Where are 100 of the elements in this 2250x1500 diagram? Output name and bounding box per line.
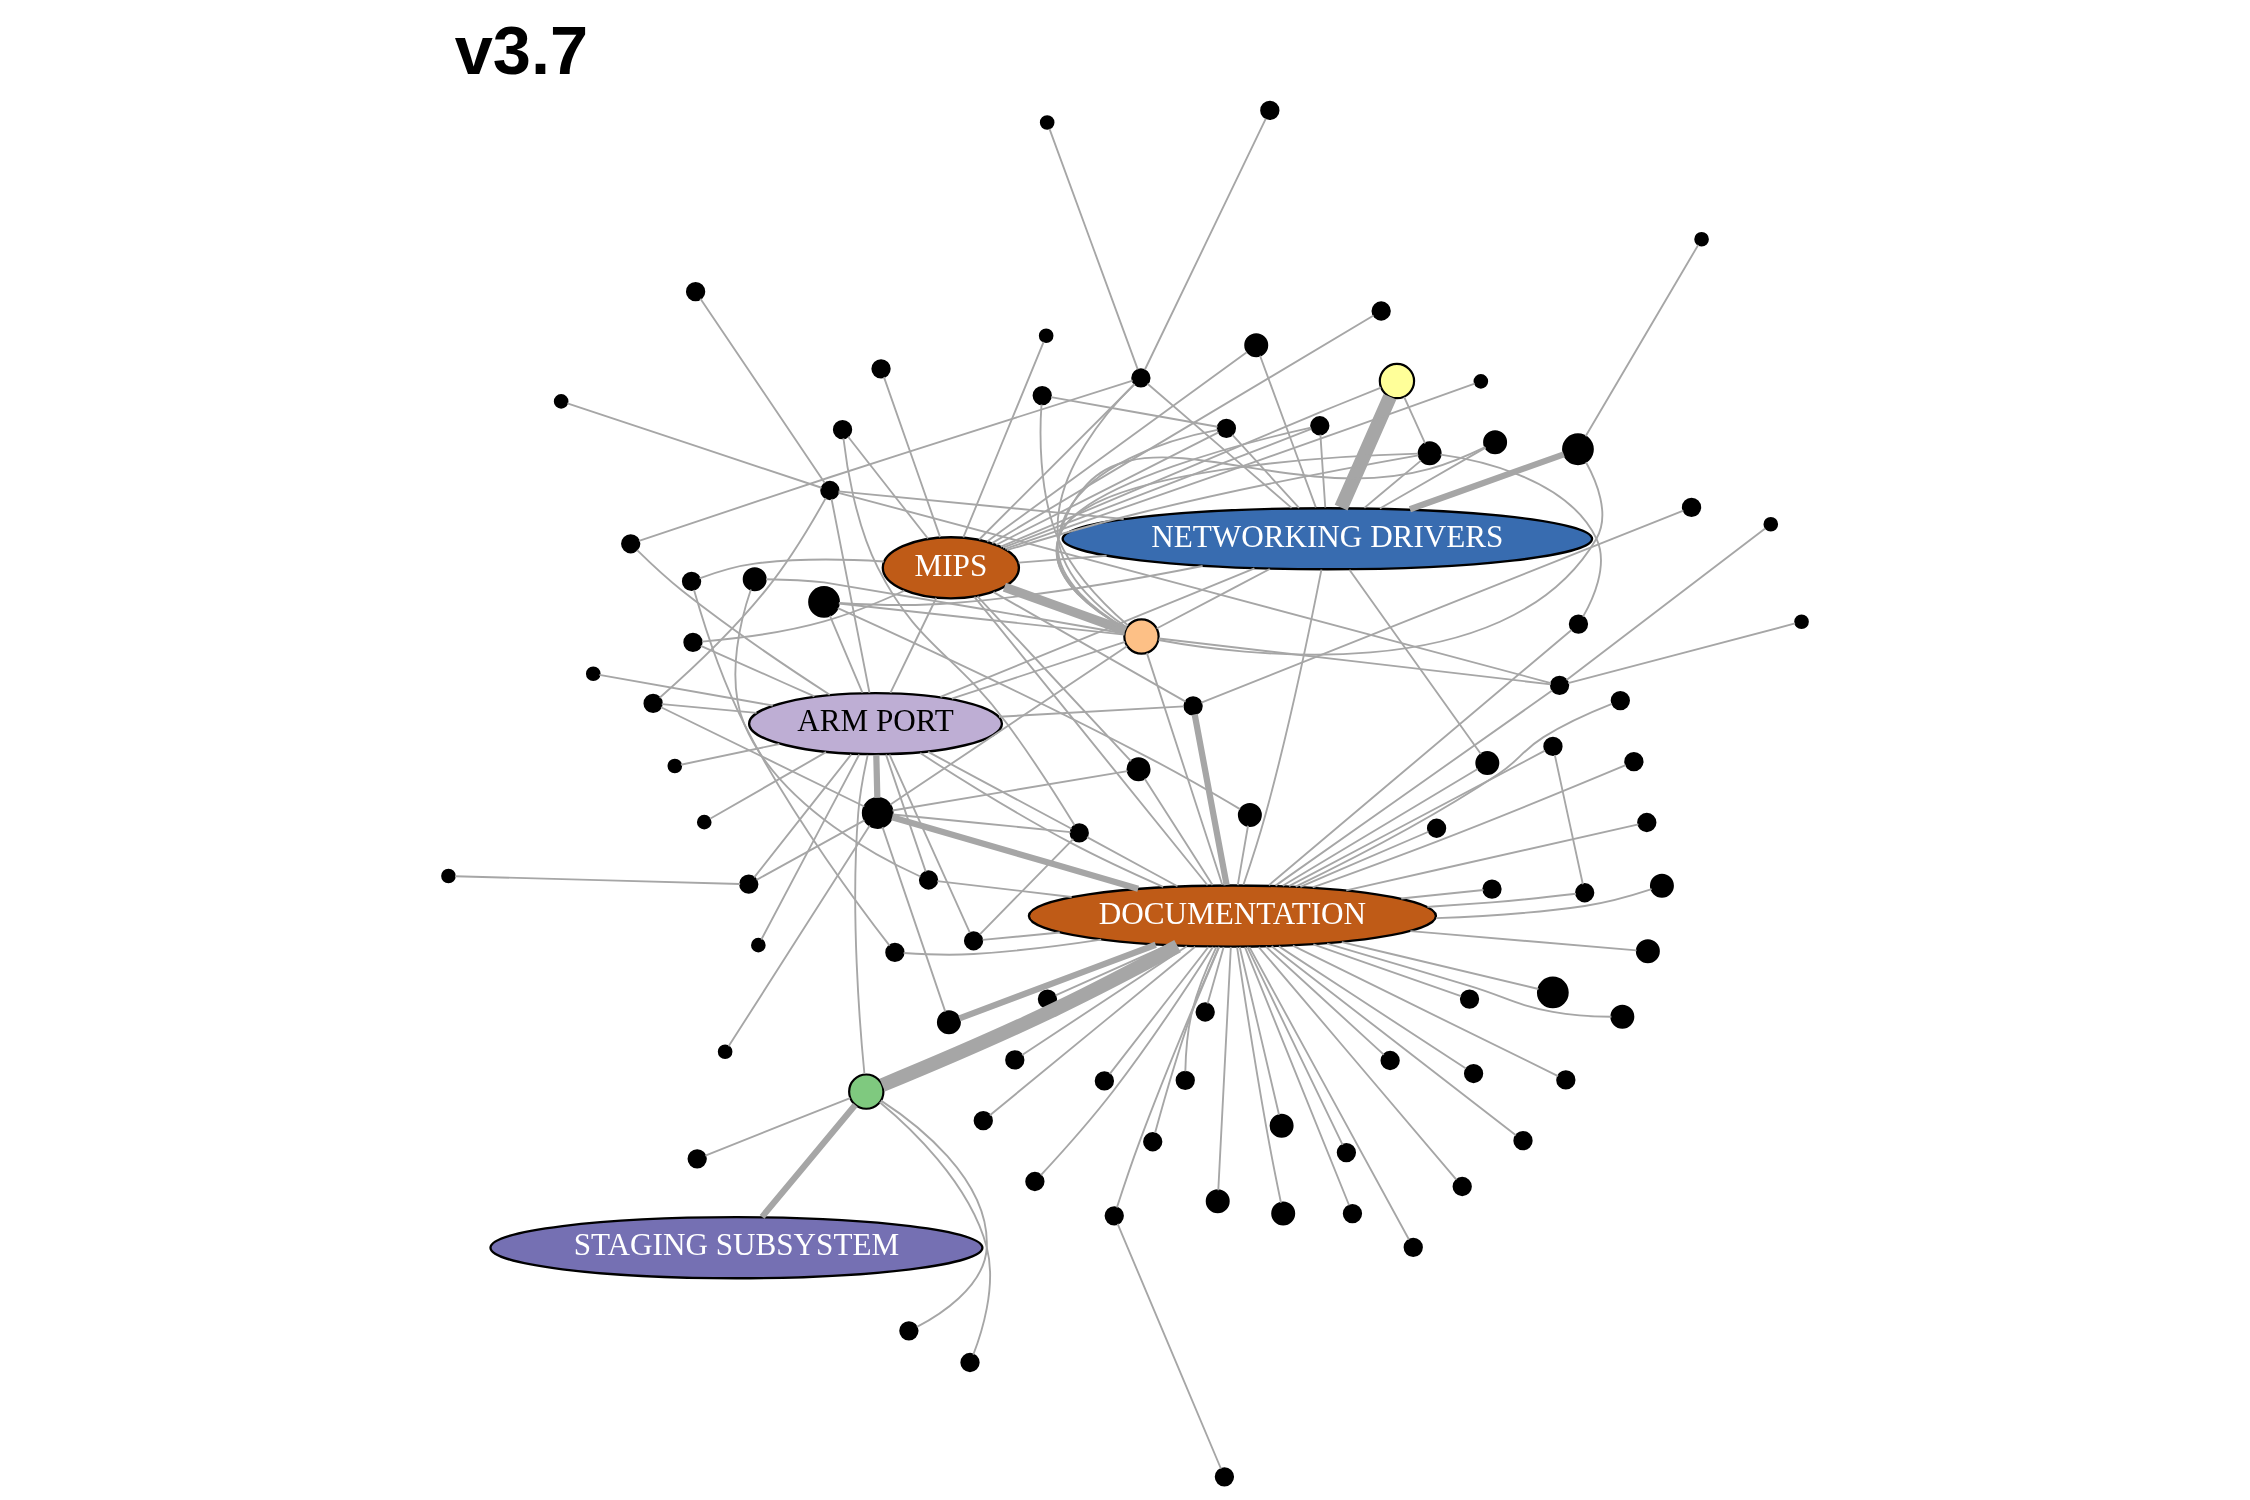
- connector: [1050, 396, 1219, 428]
- connector: [755, 819, 866, 881]
- node-circle: [687, 1149, 707, 1169]
- connector: [1326, 942, 1613, 1018]
- connector: [891, 770, 1129, 812]
- node-circle: [1371, 301, 1391, 321]
- node-ellipse: DOCUMENTATION: [1027, 884, 1438, 948]
- connector: [1191, 713, 1230, 886]
- connector: [978, 383, 1136, 541]
- connector: [973, 595, 1209, 887]
- node-circle: [739, 874, 759, 894]
- node-circle: [832, 420, 853, 440]
- node-circle: [1271, 1201, 1296, 1226]
- node-circle: [1475, 751, 1500, 776]
- connector: [636, 549, 831, 696]
- node-circle: [1183, 696, 1203, 716]
- node-circle: [1483, 430, 1508, 455]
- connector: [1363, 459, 1422, 509]
- node-circle: [1426, 818, 1447, 838]
- connector: [699, 297, 826, 484]
- connector: [936, 880, 1073, 898]
- node-circle: [1417, 441, 1442, 466]
- node-circle: [1763, 516, 1779, 532]
- node-circle: [1094, 1071, 1114, 1091]
- connector: [759, 1102, 858, 1219]
- node-circle: [848, 1073, 885, 1110]
- node-circle: [1069, 823, 1089, 843]
- connector: [889, 645, 1128, 806]
- node-circle: [1637, 812, 1657, 833]
- node-circle: [1126, 757, 1151, 782]
- connector: [1348, 568, 1482, 755]
- diagram-title: v3.7: [454, 12, 589, 90]
- connector: [660, 703, 758, 714]
- node-circle: [1143, 1132, 1163, 1152]
- connector: [1311, 764, 1627, 889]
- connector: [1565, 527, 1767, 681]
- connector: [693, 589, 891, 947]
- node-circle: [973, 1111, 993, 1131]
- node-circle: [683, 632, 703, 652]
- node-circle: [441, 868, 456, 884]
- connector: [1274, 689, 1554, 887]
- node-circle: [1025, 1171, 1045, 1192]
- node-circle: [1310, 416, 1330, 436]
- connector: [598, 673, 774, 707]
- connector: [1584, 243, 1700, 438]
- node-circle: [1635, 939, 1660, 964]
- connector: [1154, 945, 1221, 1134]
- node-ellipse: MIPS: [881, 536, 1021, 600]
- node-circle: [1568, 614, 1589, 634]
- node-circle: [585, 666, 601, 682]
- connector: [1312, 943, 1462, 998]
- node-circle: [1244, 333, 1269, 358]
- connector: [1278, 945, 1467, 1070]
- connector: [1299, 830, 1430, 888]
- node-circle: [751, 937, 766, 953]
- connector: [753, 753, 853, 879]
- connector: [727, 824, 871, 1048]
- connector: [1567, 622, 1796, 685]
- connector: [1435, 888, 1653, 920]
- connector: [698, 558, 885, 580]
- node-circle: [1482, 879, 1502, 899]
- node-circle: [1336, 1142, 1357, 1163]
- connector: [765, 578, 1126, 635]
- connector: [838, 565, 1204, 606]
- connector: [658, 497, 827, 699]
- connector: [1200, 509, 1685, 704]
- node-circle: [1195, 1002, 1215, 1022]
- connector: [1086, 836, 1179, 888]
- node-circle: [717, 1044, 733, 1060]
- connector: [638, 379, 1134, 542]
- connector: [566, 402, 823, 489]
- connector: [1231, 434, 1300, 509]
- node-circle: [1575, 883, 1595, 903]
- connector: [1021, 945, 1188, 1056]
- node-circle: [1378, 362, 1416, 400]
- node-circle: [1342, 1203, 1363, 1224]
- node-circle: [871, 359, 891, 379]
- node-circle: [861, 797, 894, 829]
- connector: [837, 490, 1125, 520]
- connector: [986, 351, 1248, 543]
- node-circle: [1513, 1131, 1533, 1151]
- node-circle: [1794, 614, 1809, 630]
- connector: [680, 743, 781, 766]
- connector: [991, 314, 1375, 545]
- connector: [1553, 754, 1584, 886]
- node-circle: [899, 1321, 919, 1341]
- connector: [1264, 945, 1385, 1056]
- connector: [1158, 637, 1552, 686]
- node-circle: [1562, 433, 1594, 466]
- node-circle: [1037, 989, 1058, 1009]
- connector: [1238, 946, 1280, 1116]
- connector: [454, 875, 742, 885]
- connector: [1259, 354, 1317, 509]
- node-circle: [685, 281, 706, 302]
- connector: [879, 940, 1181, 1092]
- connector: [1002, 428, 1313, 549]
- connector: [1017, 554, 1108, 564]
- connector: [836, 607, 1241, 810]
- connector: [992, 591, 1187, 703]
- connector: [1115, 946, 1220, 1209]
